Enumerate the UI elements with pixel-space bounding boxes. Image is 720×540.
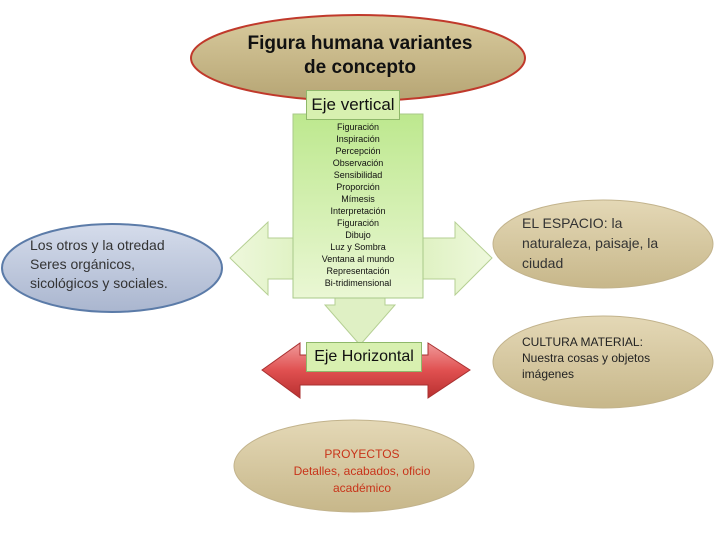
otros-line-2: Seres orgánicos,: [30, 256, 136, 272]
concept-list: Figuración Inspiración Percepción Observ…: [293, 121, 423, 289]
cultura-line-3: imágenes: [522, 367, 575, 381]
title-line-1: Figura humana variantes: [247, 33, 473, 54]
title-line-2: de concepto: [304, 57, 416, 78]
concept-item: Dibujo: [345, 230, 371, 240]
cultura-line-1: CULTURA MATERIAL:: [522, 335, 643, 349]
cultura-line-2: Nuestra cosas y objetos: [522, 351, 651, 365]
concept-item: Figuración: [336, 122, 380, 132]
concept-item: Representación: [326, 266, 390, 276]
down-green-arrow: [323, 297, 397, 346]
proyectos-ellipse: [233, 419, 475, 513]
concept-item: Luz y Sombra: [330, 242, 386, 252]
otros-node-text: Los otros y la otredad Seres orgánicos, …: [30, 236, 210, 293]
concept-item: Ventana al mundo: [321, 254, 395, 264]
diagram-title: Figura humana variantes de concepto: [215, 32, 505, 80]
proyectos-line-3: académico: [332, 481, 392, 495]
concept-item: Bi-tridimensional: [324, 278, 392, 288]
vertical-axis-box: [292, 113, 424, 299]
concept-item: Inspiración: [336, 134, 380, 144]
otros-ellipse: [1, 223, 223, 313]
otros-line-1: Los otros y la otredad: [30, 237, 165, 253]
eje-vertical-label: Eje vertical: [306, 90, 400, 120]
concept-item: Observación: [332, 158, 384, 168]
concept-item: Mímesis: [341, 194, 375, 204]
concept-item: Figuración: [336, 218, 380, 228]
concept-item: Interpretación: [330, 206, 386, 216]
concept-item: Proporción: [336, 182, 380, 192]
concept-item: Percepción: [335, 146, 381, 156]
eje-horizontal-label: Eje Horizontal: [306, 342, 422, 372]
proyectos-line-2: Detalles, acabados, oficio: [293, 464, 431, 478]
proyectos-node-text: PROYECTOS Detalles, acabados, oficio aca…: [262, 446, 462, 497]
cultura-ellipse: [492, 315, 714, 409]
espacio-ellipse: [492, 199, 714, 289]
espacio-node-text: EL ESPACIO: la naturaleza, paisaje, la c…: [522, 215, 659, 271]
proyectos-line-1: PROYECTOS: [324, 447, 400, 461]
concept-item: Sensibilidad: [333, 170, 383, 180]
cultura-node-text: CULTURA MATERIAL: Nuestra cosas y objeto…: [522, 334, 692, 382]
otros-line-3: sicológicos y sociales.: [30, 275, 168, 291]
